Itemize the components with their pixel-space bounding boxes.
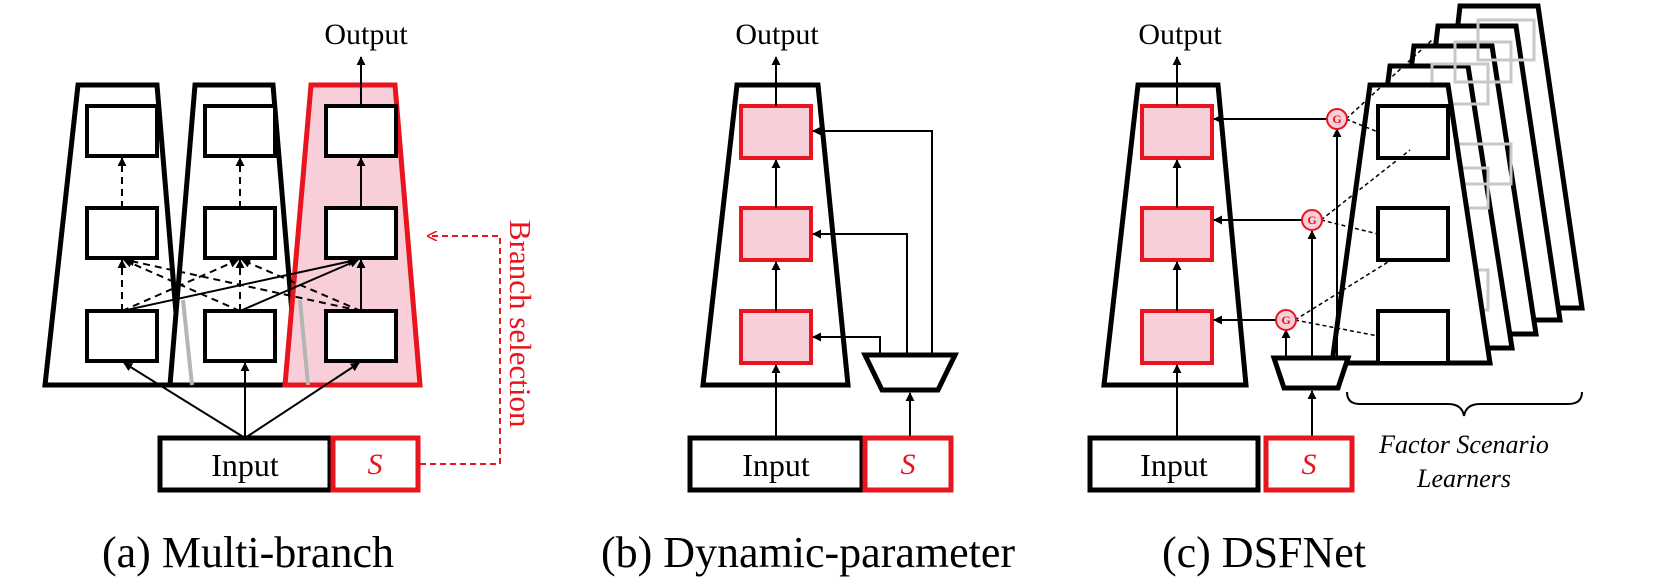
layer-box [203,104,277,158]
layer-box [203,206,277,260]
overlap-shadow [298,299,310,386]
branch-selection-label: Branch selection [503,220,538,428]
caption-a: (a) Multi-branch [102,528,394,577]
input-box [1087,435,1261,493]
layer-box [324,309,398,363]
scenario-box [862,435,954,493]
learner-layer-box [1376,206,1450,262]
layer-box [324,206,398,260]
panel-c-dsfnet: G G G Input S Factor Scenario Learners O… [1087,3,1585,577]
layer-box [85,309,159,363]
layer-box [85,104,159,158]
input-label: Input [211,447,279,483]
caption-b: (b) Dynamic-parameter [601,528,1015,577]
svg-text:G: G [1307,213,1316,227]
gate-node: G [1326,108,1348,130]
layer-box [85,206,159,260]
input-fanout [123,362,360,439]
learner-gate-links [1294,39,1433,337]
scenario-label: S [1302,448,1317,481]
layer-box [203,309,277,363]
svg-text:G: G [1281,313,1290,327]
parameter-generator [861,352,959,393]
dynamic-layer-box [1140,309,1214,365]
gate-node: G [1301,209,1323,231]
dynamic-layer-box [739,206,813,262]
input-box [687,435,865,493]
gate-node: G [1275,309,1297,331]
gate-output-arrows [1213,114,1328,325]
learners-label-line1: Factor Scenario [1378,430,1549,459]
panel-a-multi-branch: Input S Branch selection Output (a) Mult… [42,18,538,577]
dynamic-layer-box [1140,104,1214,160]
parameter-injection-arrows [812,126,933,355]
scenario-label: S [368,448,383,481]
learner-layer-box [1376,309,1450,365]
learner-layer-box [1376,104,1450,160]
dynamic-layer-box [739,309,813,365]
output-label: Output [735,18,819,51]
input-label: Input [742,447,810,483]
output-label: Output [324,18,408,51]
learners-brace [1346,391,1583,417]
scenario-box [330,435,421,493]
scenario-encoder [1270,355,1352,391]
dynamic-layer-box [1140,206,1214,262]
cross-connections-solid [121,257,366,312]
encoder-to-gate-arrows [1281,128,1342,358]
input-label: Input [1140,447,1208,483]
panel-b-dynamic-parameter: Input S Output (b) Dynamic-parameter [601,18,1015,577]
svg-text:G: G [1332,112,1341,126]
scenario-label: S [901,448,916,481]
learners-label-line2: Learners [1416,464,1511,493]
dynamic-layer-box [739,104,813,160]
scenario-box [1263,435,1355,493]
output-label: Output [1138,18,1222,51]
overlap-shadow [181,299,194,386]
caption-c: (c) DSFNet [1162,528,1366,577]
branch-selection-line [420,236,501,465]
input-box [157,435,333,493]
factor-scenario-learners-stack [1329,3,1585,366]
layer-box [324,104,398,158]
